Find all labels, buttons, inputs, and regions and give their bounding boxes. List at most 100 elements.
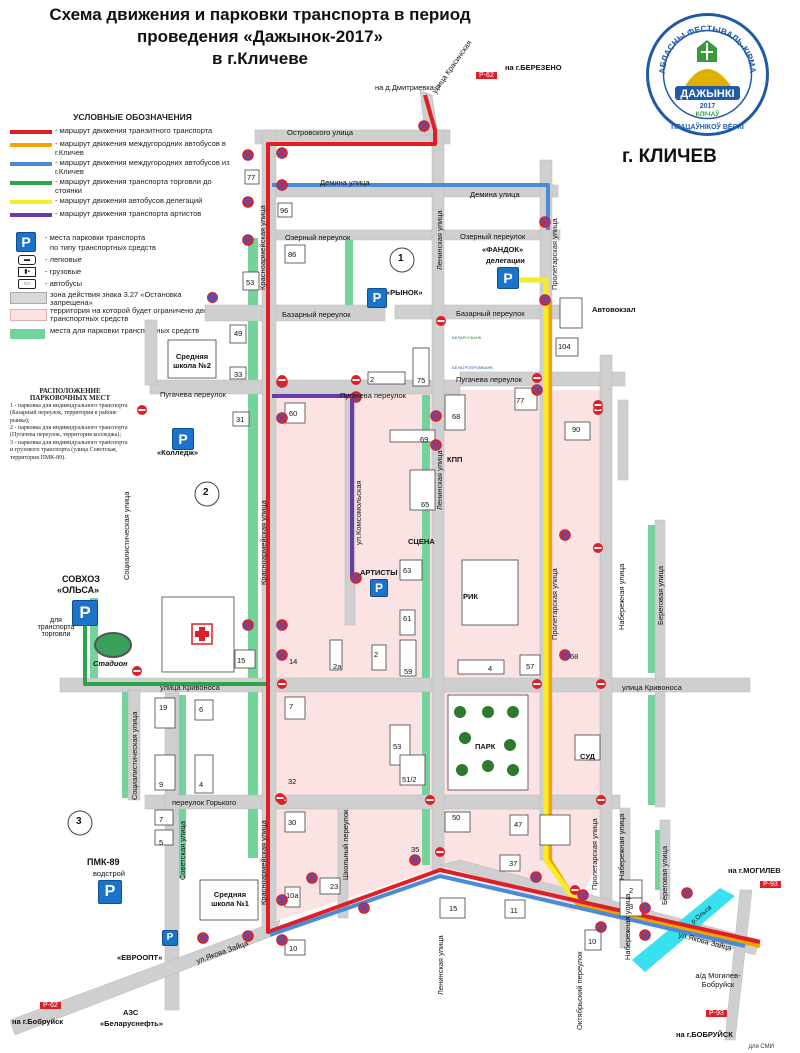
building-number: 32	[288, 777, 297, 786]
street-ozerny-right: Озерный переулок	[460, 232, 526, 241]
parking-number-markers	[67, 247, 415, 836]
building-number: 19	[159, 703, 168, 712]
street-ostrovskogo: Островского улица	[287, 128, 353, 137]
place-belarusbank: БЕЛАРУСБАНК	[452, 335, 482, 340]
street-krivonosa-right: улица Кривоноса	[622, 683, 682, 692]
no-stop-sign-icon	[418, 120, 430, 132]
place-belagro: БЕЛАГРОПРОМБАНК	[452, 365, 493, 370]
no-stop-sign-icon	[350, 572, 362, 584]
street-pugacheva-mid: Пугачева переулок	[340, 391, 406, 400]
no-stop-sign-icon	[276, 147, 288, 159]
street-proletarskaya-mid: Пролетарская улица	[550, 568, 559, 640]
no-stop-sign-icon	[559, 529, 571, 541]
route-lines	[83, 94, 761, 948]
legend-route-swatch	[10, 143, 52, 147]
no-stop-sign-icon	[539, 294, 551, 306]
title-line-1: Схема движения и парковки транспорта в п…	[49, 5, 471, 24]
legend-route-swatch	[10, 181, 52, 185]
place-kolledzh: «Колледж»	[157, 448, 198, 457]
building-number: 10а	[286, 891, 299, 900]
building-number: 69	[420, 435, 429, 444]
no-stop-sign-icon	[350, 391, 362, 403]
road-shield-p62-left: Р-62	[40, 1002, 61, 1009]
building-number: 37	[509, 859, 518, 868]
street-krasnoarmeyskaya-top: Красноармейская улица	[258, 205, 267, 290]
street-krasnoarmeyskaya-mid: Красноармейская улица	[259, 500, 268, 585]
no-stop-sign-icon	[430, 410, 442, 422]
building-number: 9	[159, 780, 164, 789]
direction-berezeno: на г.БЕРЕЗЕНО	[505, 63, 562, 72]
map-legend: УСЛОВНЫЕ ОБОЗНАЧЕНИЯ - маршрут движения …	[10, 112, 235, 222]
title-line-2: проведения «Дажынок-2017»	[136, 27, 383, 46]
place-sud: СУД	[580, 752, 595, 761]
street-komsomolskaya: ул.Комсомольская	[354, 480, 363, 545]
no-stop-sign-icon: ✕	[207, 292, 218, 303]
festival-emblem: АБЛАСНЫ ФЕСТЫВАЛЬ-КІРМАШ ДАЖЫНКІ 2017 КЛ…	[645, 12, 769, 136]
credit-text: для СМИ	[748, 1044, 775, 1050]
legend-parking-sub: по типу транспортных средств	[50, 243, 157, 252]
street-naberezhnaya-top: Набережная улица	[617, 563, 626, 630]
no-entry-sign-icon	[570, 885, 580, 895]
no-stop-sign-icon	[306, 872, 318, 884]
building-number: 15	[237, 656, 246, 665]
no-stop-sign-icon	[595, 921, 607, 933]
legend-parking-zone: места для парковки транспортных средств	[50, 326, 200, 335]
no-stop-sign-icon	[430, 439, 442, 451]
place-pmk-sub: водстрой	[93, 869, 125, 878]
building-number: 90	[572, 425, 581, 434]
no-stop-sign-icon	[530, 871, 542, 883]
legend-route-label: - маршрут движения транзитного транспорт…	[55, 126, 213, 135]
building-number: 104	[558, 342, 571, 351]
no-stop-sign-icon	[559, 649, 571, 661]
legend-restricted: территория на которой будет ограничено д…	[50, 306, 230, 323]
legend-route-row: - маршрут движения транспорта торговли д…	[10, 177, 235, 195]
city-name: г. КЛИЧЕВ	[622, 146, 717, 167]
building-number: 53	[246, 278, 255, 287]
building-number: 7	[289, 702, 294, 711]
no-stop-sign-icon	[242, 234, 254, 246]
parking-marker-1: 1	[398, 253, 404, 264]
street-socialisticheskaya-bot: Социалистическая улица	[130, 711, 139, 800]
place-azs-sub: «Беларуснефть»	[100, 1019, 163, 1028]
place-stadion: Стадион	[93, 659, 128, 668]
building-number: 59	[404, 667, 413, 676]
no-entry-sign-icon	[132, 666, 142, 676]
stadium-icon	[94, 632, 132, 658]
no-stop-sign-icon	[639, 929, 651, 941]
building-number: 4	[199, 780, 204, 789]
building-number: 2а	[333, 662, 342, 671]
direction-bobruysk-right: на г.БОБРУЙСК	[676, 1030, 733, 1039]
title-line-3: в г.Кличеве	[212, 49, 308, 68]
legend-heading: УСЛОВНЫЕ ОБОЗНАЧЕНИЯ	[73, 112, 192, 122]
direction-dmitrievka: на д.Дмитриевка-2	[375, 83, 441, 92]
route-buses-from-klichev	[272, 183, 550, 230]
route-transit	[266, 94, 761, 944]
street-proletarskaya-bot: Пролетарская улица	[590, 818, 599, 890]
street-ozerny-left: Озерный переулок	[285, 233, 351, 242]
parking-olsa-icon: P	[72, 600, 98, 626]
street-leninskaya-top: Ленинская улица	[435, 210, 444, 270]
map-title: Схема движения и парковки транспорта в п…	[20, 4, 500, 70]
no-entry-sign-icon	[593, 400, 603, 410]
street-gorkogo: переулок Горького	[172, 798, 237, 807]
no-stop-sign-icon	[242, 196, 254, 208]
street-demina-right: Демина улица	[470, 190, 520, 199]
restricted-swatch	[10, 309, 47, 321]
street-pugacheva-right: Пугачева переулок	[456, 375, 522, 384]
street-leninskaya-mid: Ленинская улица	[435, 450, 444, 510]
street-socialisticheskaya-top: Социалистическая улица	[122, 491, 131, 580]
building-number: 4	[488, 664, 493, 673]
street-bazarny-left: Базарный переулок	[282, 310, 351, 319]
place-artisty: АРТИСТЫ	[360, 568, 398, 577]
bus-icon: ▭	[18, 279, 36, 289]
legend-route-label: - маршрут движения автобусов делегаций	[55, 196, 203, 205]
building-number: 11	[510, 906, 518, 915]
building-number: 14	[289, 657, 298, 666]
building-number: 63	[403, 566, 412, 575]
place-scena: СЦЕНА	[408, 537, 435, 546]
no-stop-sign-icon	[276, 619, 288, 631]
parking-location-2: 2 - парковка для индивидуального транспо…	[10, 425, 128, 439]
place-rik: РИК	[463, 592, 478, 601]
building-number: 51/2	[402, 775, 417, 784]
street-leninskaya-bot: Ленинская улица	[436, 935, 445, 995]
